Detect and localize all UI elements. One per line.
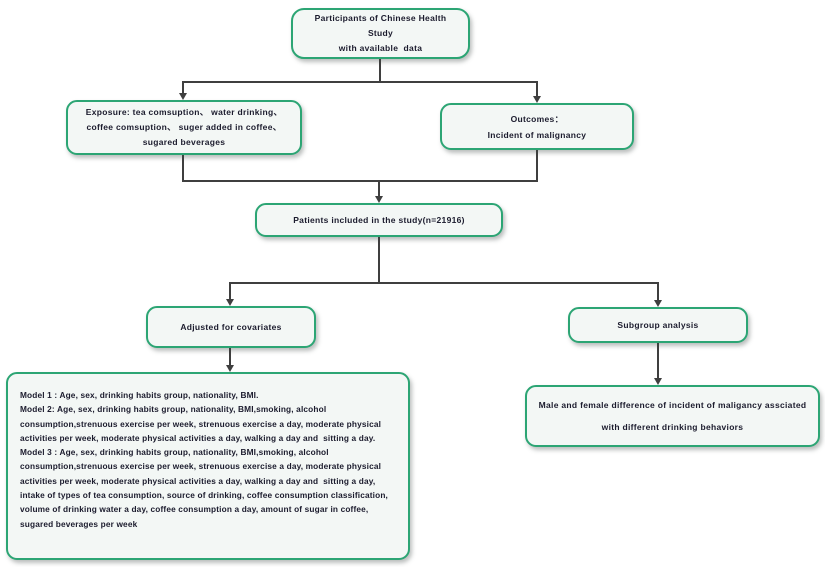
arrow-down-icon xyxy=(533,96,541,103)
node-exposure: Exposure: tea comsuption、 water drinking… xyxy=(66,100,302,155)
connector-line xyxy=(378,237,380,284)
connector-line xyxy=(182,81,184,93)
node-outcomes: Outcomes： Incident of malignancy xyxy=(440,103,634,150)
connector-line xyxy=(229,348,231,365)
connector-line xyxy=(536,150,538,182)
arrow-down-icon xyxy=(375,196,383,203)
connector-line xyxy=(182,155,184,182)
arrow-down-icon xyxy=(179,93,187,100)
node-text-line: Participants of Chinese Health Study xyxy=(314,13,450,38)
connector-line xyxy=(229,282,659,284)
node-text-line: Adjusted for covariates xyxy=(180,321,282,332)
connector-line xyxy=(379,59,381,82)
model-3-text: Model 3 : Age, sex, drinking habits grou… xyxy=(20,447,391,529)
connector-line xyxy=(229,282,231,299)
node-text-line: Male and female difference of incident o… xyxy=(538,400,807,410)
connector-line xyxy=(536,81,538,96)
node-text-line: with available data xyxy=(338,43,423,53)
node-models: Model 1 : Age, sex, drinking habits grou… xyxy=(6,372,410,560)
node-text-line: sugared beverages xyxy=(142,137,226,147)
node-patients: Patients included in the study(n=21916) xyxy=(255,203,503,237)
node-adjusted-covariates: Adjusted for covariates xyxy=(146,306,316,348)
node-text-line: Outcomes： xyxy=(510,113,564,124)
node-text-line: Incident of malignancy xyxy=(487,129,587,140)
arrow-down-icon xyxy=(226,299,234,306)
node-text-line: coffee comsuption、 suger added in coffee… xyxy=(86,122,282,132)
arrow-down-icon xyxy=(226,365,234,372)
node-text-line: with different drinking behaviors xyxy=(601,422,744,432)
model-2-text: Model 2: Age, sex, drinking habits group… xyxy=(20,404,384,443)
node-participants: Participants of Chinese Health Study wit… xyxy=(291,8,470,59)
node-text-line: Subgroup analysis xyxy=(617,319,699,330)
connector-line xyxy=(657,343,659,378)
model-1-text: Model 1 : Age, sex, drinking habits grou… xyxy=(20,390,259,400)
connector-line xyxy=(657,282,659,300)
connector-line xyxy=(378,180,380,196)
node-subgroup-analysis: Subgroup analysis xyxy=(568,307,748,343)
arrow-down-icon xyxy=(654,300,662,307)
arrow-down-icon xyxy=(654,378,662,385)
node-text-line: Patients included in the study(n=21916) xyxy=(293,214,465,225)
node-text-line: Exposure: tea comsuption、 water drinking… xyxy=(85,107,283,117)
connector-line xyxy=(182,81,538,83)
connector-line xyxy=(182,180,538,182)
node-male-female-difference: Male and female difference of incident o… xyxy=(525,385,820,447)
